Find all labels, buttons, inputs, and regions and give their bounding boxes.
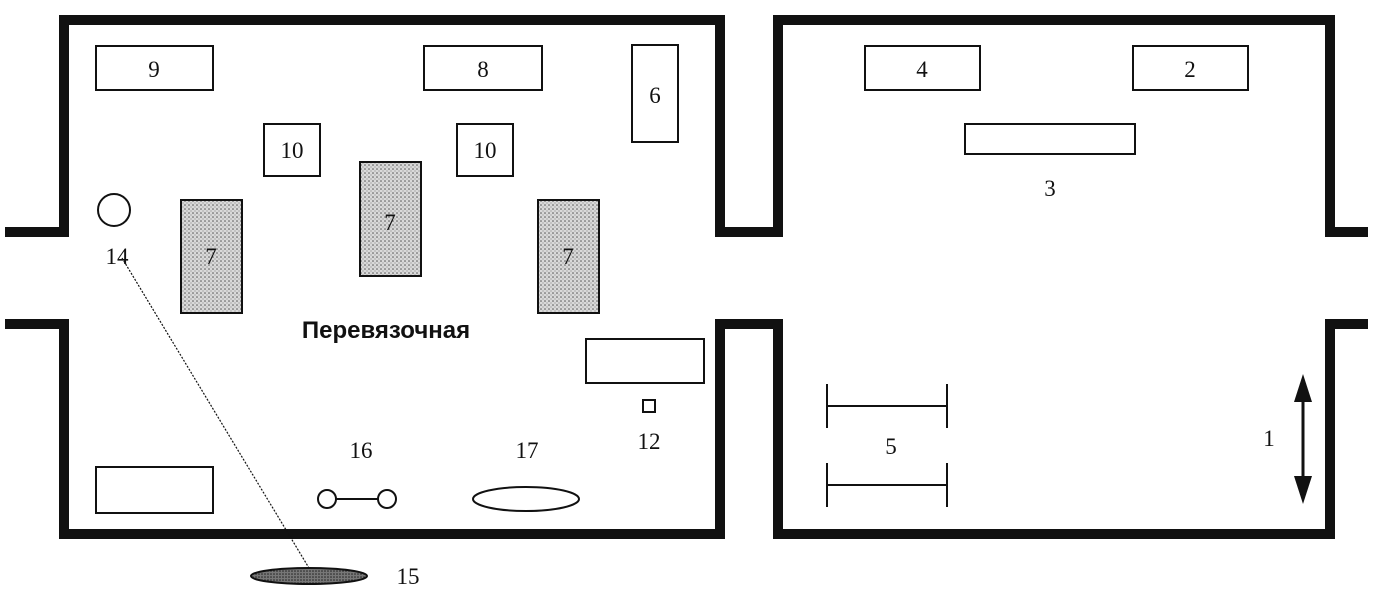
item-7-center [359, 161, 422, 277]
label-8: 8 [477, 57, 489, 82]
item-bottom-left [95, 466, 214, 514]
item-4 [864, 45, 981, 91]
item-12-square [642, 399, 656, 413]
label-2: 2 [1184, 57, 1196, 82]
label-12: 12 [638, 429, 661, 454]
item-8 [423, 45, 543, 91]
label-15: 15 [397, 564, 420, 589]
label-5: 5 [885, 434, 897, 459]
label-6: 6 [649, 83, 661, 108]
room-label: Перевязочная [302, 317, 470, 344]
item-16-right-circle [377, 489, 397, 509]
item-7-right [537, 199, 600, 314]
item-10-left [263, 123, 321, 177]
label-16: 16 [350, 438, 373, 463]
item-14-circle [97, 193, 131, 227]
line-14-to-15 [121, 257, 310, 569]
wall-left-room [5, 15, 1368, 237]
item-9 [95, 45, 214, 91]
item-16-left-circle [317, 489, 337, 509]
item-7-left [180, 199, 243, 314]
label-9: 9 [148, 57, 160, 82]
item-table [585, 338, 705, 384]
item-5-benches [826, 384, 948, 507]
label-7-left: 7 [205, 244, 217, 269]
label-14: 14 [106, 244, 130, 269]
label-7-right: 7 [562, 244, 574, 269]
item-2 [1132, 45, 1249, 91]
item-17-ellipse [472, 486, 580, 512]
item-3 [964, 123, 1136, 155]
label-3: 3 [1044, 176, 1056, 201]
item-15-ellipse [250, 567, 368, 585]
label-7-center: 7 [384, 210, 396, 235]
double-arrow-icon [1294, 374, 1312, 504]
label-1: 1 [1263, 426, 1275, 451]
wall-left-room-bottom [5, 319, 1368, 539]
item-6 [631, 44, 679, 143]
label-10-left: 10 [281, 138, 304, 163]
label-4: 4 [916, 57, 928, 82]
label-17: 17 [516, 438, 539, 463]
label-10-right: 10 [474, 138, 497, 163]
item-10-right [456, 123, 514, 177]
